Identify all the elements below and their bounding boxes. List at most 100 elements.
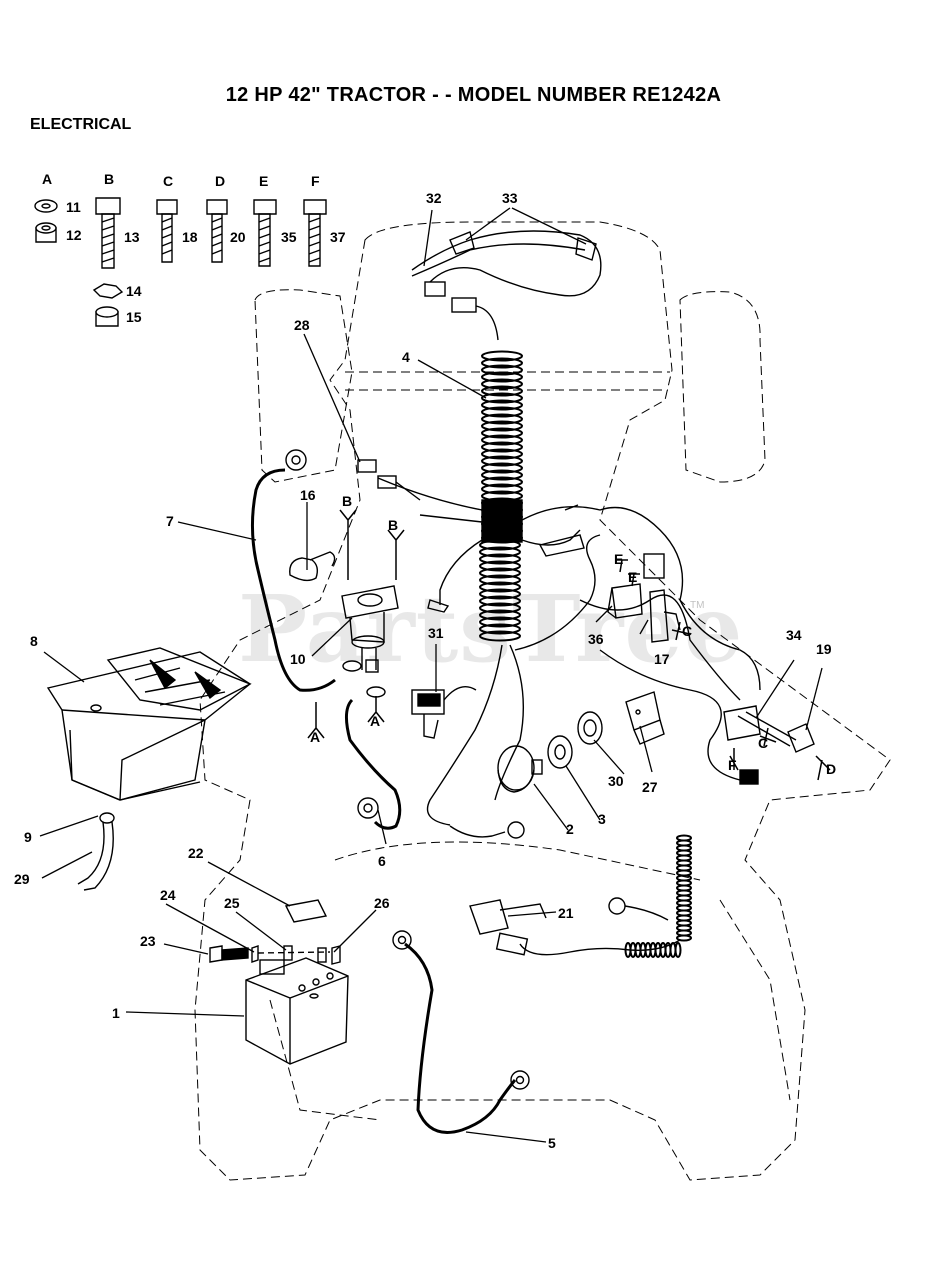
terminal-boot-icon bbox=[289, 557, 319, 582]
callout-33: 33 bbox=[502, 190, 518, 206]
conduit-ring bbox=[481, 448, 523, 460]
callout-31: 31 bbox=[428, 625, 444, 641]
conduit-ring bbox=[481, 364, 523, 376]
conduit-ring bbox=[481, 469, 523, 481]
conduit-ring bbox=[481, 420, 523, 432]
callout-18: 18 bbox=[182, 229, 198, 245]
callout-2: 2 bbox=[566, 821, 574, 837]
headlight-socket-left-icon bbox=[449, 231, 475, 255]
reference-markers bbox=[307, 509, 831, 781]
callout-13: 13 bbox=[124, 229, 140, 245]
coil-ring bbox=[674, 942, 682, 958]
interlock-switch bbox=[723, 705, 815, 785]
washer-icon bbox=[34, 199, 58, 213]
battery-tray bbox=[46, 647, 252, 801]
tractor-outline bbox=[194, 221, 891, 1181]
callout-32: 32 bbox=[426, 190, 442, 206]
conduit-ring bbox=[481, 350, 523, 362]
key-letter-c: C bbox=[163, 173, 173, 189]
battery-hardware bbox=[209, 945, 341, 965]
ref-d-1: D bbox=[826, 761, 836, 777]
callout-14: 14 bbox=[126, 283, 142, 299]
callout-21: 21 bbox=[558, 905, 574, 921]
relay-27 bbox=[625, 691, 665, 745]
callouts: 11 12 13 14 15 18 20 35 37 32 33 28 4 16… bbox=[14, 190, 836, 1151]
conduit-ring bbox=[481, 441, 523, 453]
callout-20: 20 bbox=[230, 229, 246, 245]
conduit-ring bbox=[479, 588, 521, 600]
cable-7 bbox=[250, 468, 336, 692]
callout-27: 27 bbox=[642, 779, 658, 795]
callout-22: 22 bbox=[188, 845, 204, 861]
bolt-d-icon bbox=[206, 199, 228, 263]
diagram-title: 12 HP 42" TRACTOR - - MODEL NUMBER RE124… bbox=[225, 84, 722, 106]
conduit-ring bbox=[481, 476, 523, 488]
conduit-ring bbox=[479, 595, 521, 607]
conduit-ring bbox=[481, 392, 523, 404]
solenoid-bracket-icon bbox=[341, 585, 399, 619]
conduit-ring bbox=[481, 455, 523, 467]
key-letter-e: E bbox=[259, 173, 268, 189]
callout-29: 29 bbox=[14, 871, 30, 887]
connector-28 bbox=[357, 459, 421, 501]
callout-4: 4 bbox=[402, 349, 410, 365]
trademark: TM bbox=[690, 600, 705, 611]
harness-branches bbox=[377, 477, 761, 826]
coil-ring bbox=[676, 934, 692, 942]
callout-34: 34 bbox=[786, 627, 802, 643]
ref-f-1: F bbox=[728, 757, 737, 773]
conduit-ring bbox=[481, 483, 523, 495]
ref-c-1: C bbox=[682, 623, 692, 639]
callout-25: 25 bbox=[224, 895, 240, 911]
headlight-socket-right-icon bbox=[575, 237, 597, 261]
bolt-b-head-icon bbox=[95, 197, 121, 215]
callout-7: 7 bbox=[166, 513, 174, 529]
connector-icon bbox=[538, 534, 585, 557]
ref-b-1: B bbox=[342, 493, 352, 509]
callout-36: 36 bbox=[588, 631, 604, 647]
ignition-switch bbox=[497, 711, 603, 793]
ref-a-2: A bbox=[370, 713, 380, 729]
conduit-ring bbox=[479, 602, 521, 614]
conduit-ring bbox=[481, 406, 523, 418]
ref-c-2: C bbox=[758, 735, 768, 751]
solenoid-assembly bbox=[289, 551, 399, 698]
conduit-ring bbox=[481, 385, 523, 397]
ref-e-1: E bbox=[614, 551, 623, 567]
ring-terminal-icon bbox=[285, 449, 307, 471]
conduit-ring bbox=[479, 630, 521, 642]
callout-17: 17 bbox=[654, 651, 670, 667]
headlight-harness bbox=[411, 230, 602, 341]
key-letter-a: A bbox=[42, 171, 52, 187]
part-22-pad bbox=[284, 899, 328, 923]
callout-3: 3 bbox=[598, 811, 606, 827]
bracket-36 bbox=[607, 583, 643, 619]
callout-11: 11 bbox=[66, 199, 81, 215]
switch-31 bbox=[411, 686, 477, 739]
conduit-ring bbox=[481, 427, 523, 439]
callout-28: 28 bbox=[294, 317, 310, 333]
ref-b-2: B bbox=[388, 517, 398, 533]
conduit-ring bbox=[479, 567, 521, 579]
conduit-ring bbox=[481, 399, 523, 411]
battery bbox=[245, 957, 349, 1065]
harness-plug-icon bbox=[424, 281, 446, 297]
conduit-ring bbox=[479, 616, 521, 628]
callout-6: 6 bbox=[378, 853, 386, 869]
conduit-ring bbox=[481, 378, 523, 390]
callout-26: 26 bbox=[374, 895, 390, 911]
conduit-ring bbox=[479, 546, 521, 558]
ref-e-2: E bbox=[628, 569, 637, 585]
conduit-ring bbox=[481, 434, 523, 446]
leader-lines bbox=[39, 207, 823, 1143]
section-label: ELECTRICAL bbox=[30, 116, 132, 133]
key-letter-d: D bbox=[215, 173, 225, 189]
key-letter-f: F bbox=[311, 173, 320, 189]
ref-a-1: A bbox=[310, 729, 320, 745]
callout-8: 8 bbox=[30, 633, 38, 649]
drain-hose bbox=[77, 812, 115, 891]
callout-1: 1 bbox=[112, 1005, 120, 1021]
conduit-ring bbox=[479, 553, 521, 565]
hardware-key: A B C D E F bbox=[34, 171, 327, 327]
callout-15: 15 bbox=[126, 309, 142, 325]
